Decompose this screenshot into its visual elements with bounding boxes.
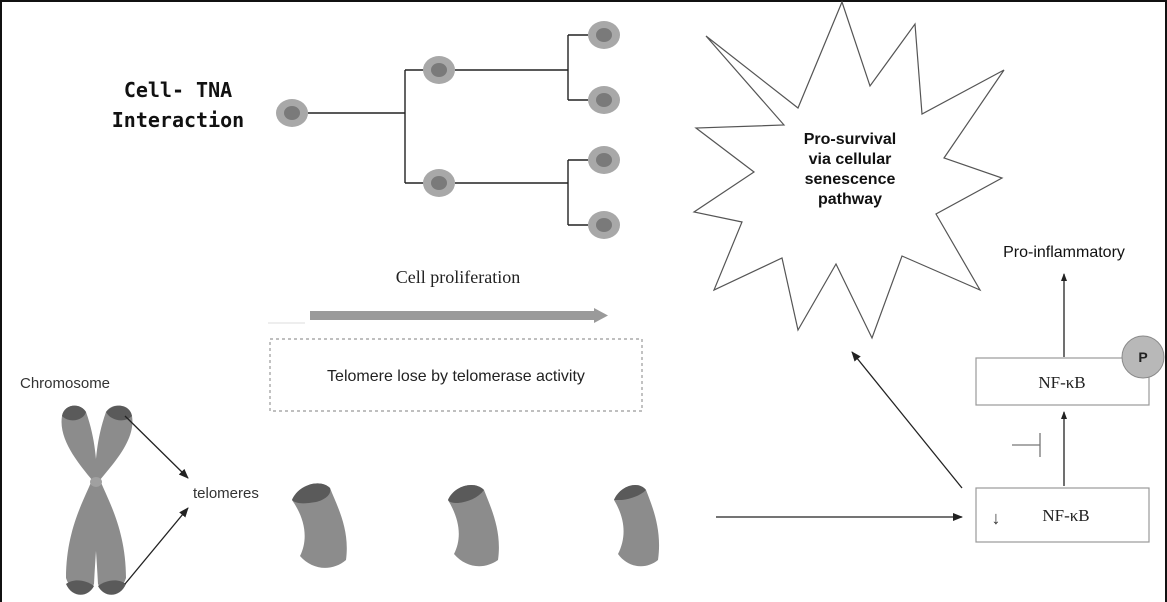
cell-proliferation-label: Cell proliferation xyxy=(396,267,520,287)
cell-root xyxy=(276,99,308,127)
telomere-loss-box xyxy=(269,338,643,412)
nfkb-inactive-label: NF-κB xyxy=(1042,506,1089,525)
pro-inflammatory-label: Pro-inflammatory xyxy=(1003,244,1125,261)
cell-gen2-2 xyxy=(588,86,620,114)
chromosome-label: Chromosome xyxy=(20,375,110,392)
phospho-label: P xyxy=(1138,349,1147,365)
cell-gen2-4 xyxy=(588,211,620,239)
phospho-circle xyxy=(1121,335,1165,379)
cell-gen2-3 xyxy=(588,146,620,174)
chromosome-shape xyxy=(61,405,133,595)
telomeres-label: telomeres xyxy=(193,485,259,502)
starburst-line-3: senescence xyxy=(805,171,896,188)
chromosome-fragment-1 xyxy=(292,483,347,568)
down-arrow-glyph: ↓ xyxy=(992,508,1001,528)
starburst-line-1: Pro-survival xyxy=(804,131,896,148)
starburst-line-4: pathway xyxy=(818,191,882,208)
starburst-shape xyxy=(692,0,1005,340)
title-line-2: Interaction xyxy=(112,108,244,132)
nfkb-active-box xyxy=(975,357,1150,406)
starburst-line-2: via cellular xyxy=(809,151,892,168)
inhibition-symbol xyxy=(1012,433,1041,457)
cell-gen1-lower xyxy=(423,169,455,197)
arrow-top-telomere xyxy=(124,415,189,479)
nfkb-active-label: NF-κB xyxy=(1038,373,1085,392)
proliferation-arrow xyxy=(268,308,608,324)
cell-gen1-upper xyxy=(423,56,455,84)
chromosome-fragment-3 xyxy=(614,485,660,567)
arrow-to-prosurvival xyxy=(851,351,963,489)
proliferation-tree xyxy=(308,34,588,226)
nfkb-inactive-box xyxy=(975,487,1150,543)
cell-gen2-1 xyxy=(588,21,620,49)
title-line-1: Cell- TNA xyxy=(124,78,232,102)
telomere-loss-text: Telomere lose by telomerase activity xyxy=(327,368,585,385)
arrow-bottom-telomere xyxy=(124,507,189,585)
chromosome-fragment-2 xyxy=(448,485,499,567)
